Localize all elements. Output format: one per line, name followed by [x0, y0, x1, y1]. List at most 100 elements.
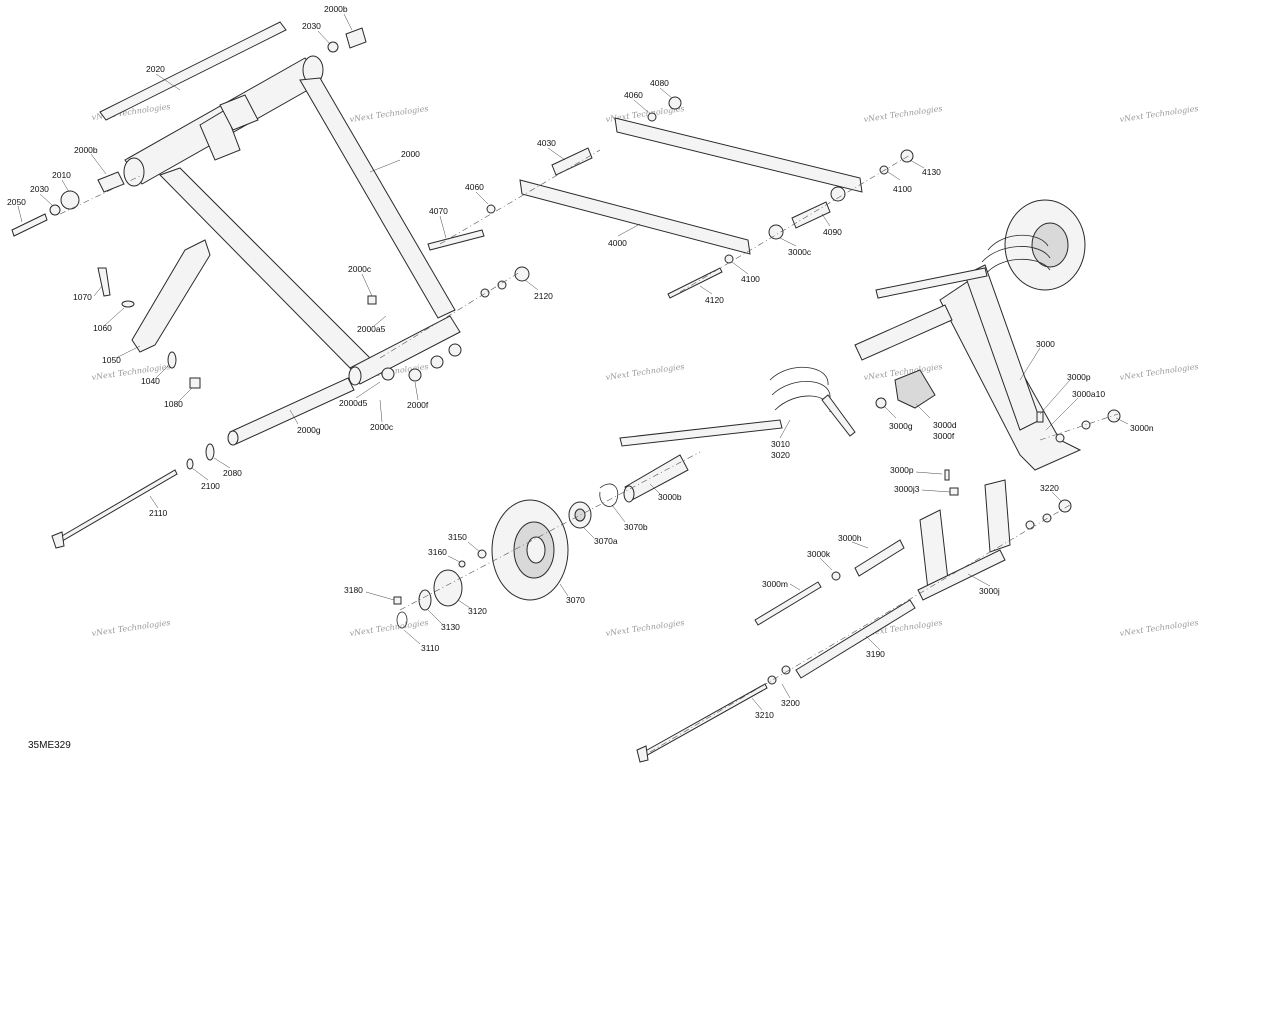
tube-end — [348, 366, 362, 386]
leader — [149, 495, 159, 509]
part-label: 2010 — [52, 170, 71, 180]
leader — [789, 583, 801, 591]
pin-1040 — [167, 351, 177, 369]
leader — [317, 30, 331, 45]
bushing-2000b-top — [345, 27, 367, 49]
washer-4060 — [486, 204, 496, 214]
tube-2000g — [229, 377, 355, 445]
part-label: 2030 — [302, 21, 321, 31]
leader — [343, 13, 353, 31]
bolt-head — [51, 531, 65, 549]
rear-arm-assembly — [393, 199, 1121, 763]
leader — [414, 381, 419, 401]
part-label: 2030 — [30, 184, 49, 194]
part-label: 2000f — [407, 400, 429, 410]
washer-4100 — [879, 165, 889, 175]
washer-3200 — [781, 665, 791, 675]
part-label: 3000k — [807, 549, 831, 559]
leader — [191, 467, 209, 481]
bushing — [430, 355, 444, 369]
leader — [1019, 347, 1041, 381]
part-label: 1050 — [102, 355, 121, 365]
bolt-1070 — [97, 267, 111, 297]
arm-2000-right-leg — [299, 77, 456, 319]
part-label: 3200 — [781, 698, 800, 708]
washer — [1055, 433, 1065, 443]
part-label: 3000j — [979, 586, 1000, 596]
bracket — [219, 94, 259, 131]
leader — [699, 285, 713, 295]
part-label: 2000g — [297, 425, 321, 435]
leader — [915, 471, 943, 475]
watermark: vNext Technologies — [1119, 618, 1199, 638]
leader — [467, 541, 481, 553]
washer — [497, 280, 507, 290]
plate-3130 — [418, 589, 432, 611]
part-label: 3000g — [889, 421, 913, 431]
bushing — [830, 186, 846, 202]
part-label: 2000b — [74, 145, 98, 155]
nut-4130 — [900, 149, 914, 163]
leader — [403, 629, 421, 645]
washer-2100 — [186, 458, 194, 470]
part-label: 4100 — [741, 274, 760, 284]
link-arm-4000 — [519, 179, 751, 255]
leader — [559, 583, 569, 597]
washer-3160 — [458, 560, 466, 568]
spacer-1060 — [121, 300, 135, 308]
leader — [731, 261, 749, 275]
bearing-bore — [574, 508, 586, 522]
leader — [865, 635, 881, 651]
leader — [779, 237, 797, 247]
watermark: vNext Technologies — [863, 104, 943, 124]
part-label: 1070 — [73, 292, 92, 302]
tube-end — [123, 157, 145, 187]
part-label: 4100 — [893, 184, 912, 194]
axis-line — [379, 271, 521, 359]
part-label: 4060 — [465, 182, 484, 192]
part-label: 3160 — [428, 547, 447, 557]
shaft-2020 — [99, 21, 287, 121]
leader — [355, 381, 381, 399]
part-label: 3070 — [566, 595, 585, 605]
spring-3010 — [769, 366, 831, 413]
axis-line — [439, 149, 601, 245]
part-label: 3220 — [1040, 483, 1059, 493]
leader — [851, 541, 869, 549]
bracket-3000j-right — [984, 479, 1011, 553]
part-label: 4060 — [624, 90, 643, 100]
leader — [659, 87, 673, 99]
watermark: vNext Technologies — [349, 618, 429, 638]
axis-line — [1039, 413, 1119, 441]
bolt-2050 — [11, 213, 48, 237]
part-label: 3010 — [771, 439, 790, 449]
part-label: 4000 — [608, 238, 627, 248]
leader — [427, 609, 443, 625]
bracket — [199, 109, 241, 161]
tube-3190 — [795, 599, 916, 679]
part-label: 3120 — [468, 606, 487, 616]
washer-2080 — [205, 443, 215, 461]
bushing-2000d5 — [381, 367, 395, 381]
part-label: 2080 — [223, 468, 242, 478]
watermark: vNext Technologies — [91, 618, 171, 638]
nut-3000n — [1107, 409, 1121, 423]
ring-3110 — [396, 611, 408, 629]
part-label: 3070a — [594, 536, 618, 546]
bushing-2000f — [408, 368, 422, 382]
part-label: 3210 — [755, 710, 774, 720]
leader — [1115, 417, 1129, 425]
bolt-3000m — [754, 581, 822, 626]
watermark: vNext Technologies — [605, 362, 685, 382]
leader — [103, 307, 125, 327]
part-label: 2000c — [370, 422, 394, 432]
part-label: 2000b — [324, 4, 348, 14]
watermarks: vNext Technologies vNext Technologies vN… — [91, 102, 1199, 638]
spring-arm — [619, 419, 783, 447]
leader — [1045, 397, 1079, 431]
splined-tube — [854, 304, 953, 361]
part-label: 1080 — [164, 399, 183, 409]
tube-end — [227, 430, 239, 446]
bolt-head — [636, 745, 649, 763]
washer-3000k — [831, 571, 841, 581]
